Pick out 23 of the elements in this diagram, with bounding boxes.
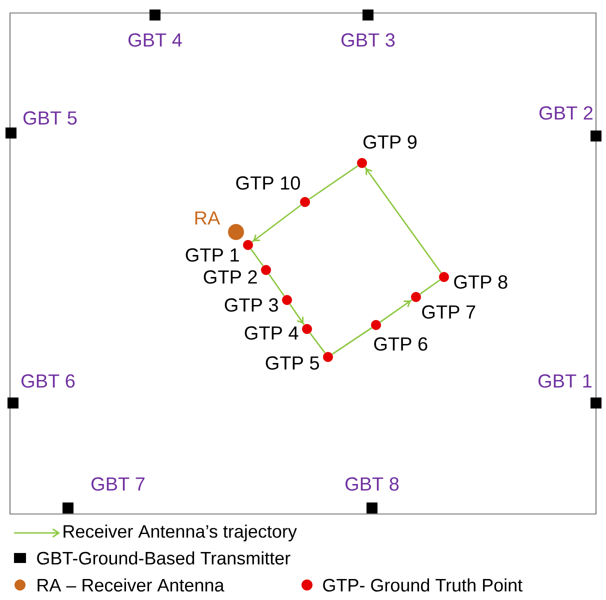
- point-label: GBT 1: [538, 374, 592, 388]
- legend-text: Receiver Antenna’s trajectory: [64, 524, 297, 542]
- legend-text: GTP- Ground Truth Point: [323, 578, 522, 592]
- point-label: GTP 6: [374, 337, 428, 351]
- point-label: GTP 7: [422, 305, 476, 319]
- point-label: RA: [195, 211, 220, 225]
- point-label: GTP 4: [244, 326, 298, 340]
- point-label: GTP 10: [236, 176, 300, 190]
- point-label: GBT 8: [346, 477, 399, 491]
- point-label: GBT 2: [540, 106, 592, 120]
- point-label: GTP 1: [186, 248, 239, 262]
- point-label: GTP 5: [266, 356, 319, 370]
- point-label: GBT 3: [342, 33, 395, 47]
- point-label: GBT 5: [24, 111, 77, 125]
- legend-text: GBT-Ground-Based Transmitter: [37, 551, 290, 565]
- point-label: GTP 9: [364, 135, 417, 149]
- point-label: GTP 3: [224, 298, 278, 312]
- point-label: GBT 6: [22, 374, 75, 388]
- legend-text: RA – Receiver Antenna: [38, 578, 224, 592]
- point-label: GBT 4: [128, 33, 182, 47]
- point-label: GBT 7: [92, 477, 144, 491]
- point-label: GTP 2: [204, 270, 257, 284]
- point-label: GTP 8: [454, 275, 508, 289]
